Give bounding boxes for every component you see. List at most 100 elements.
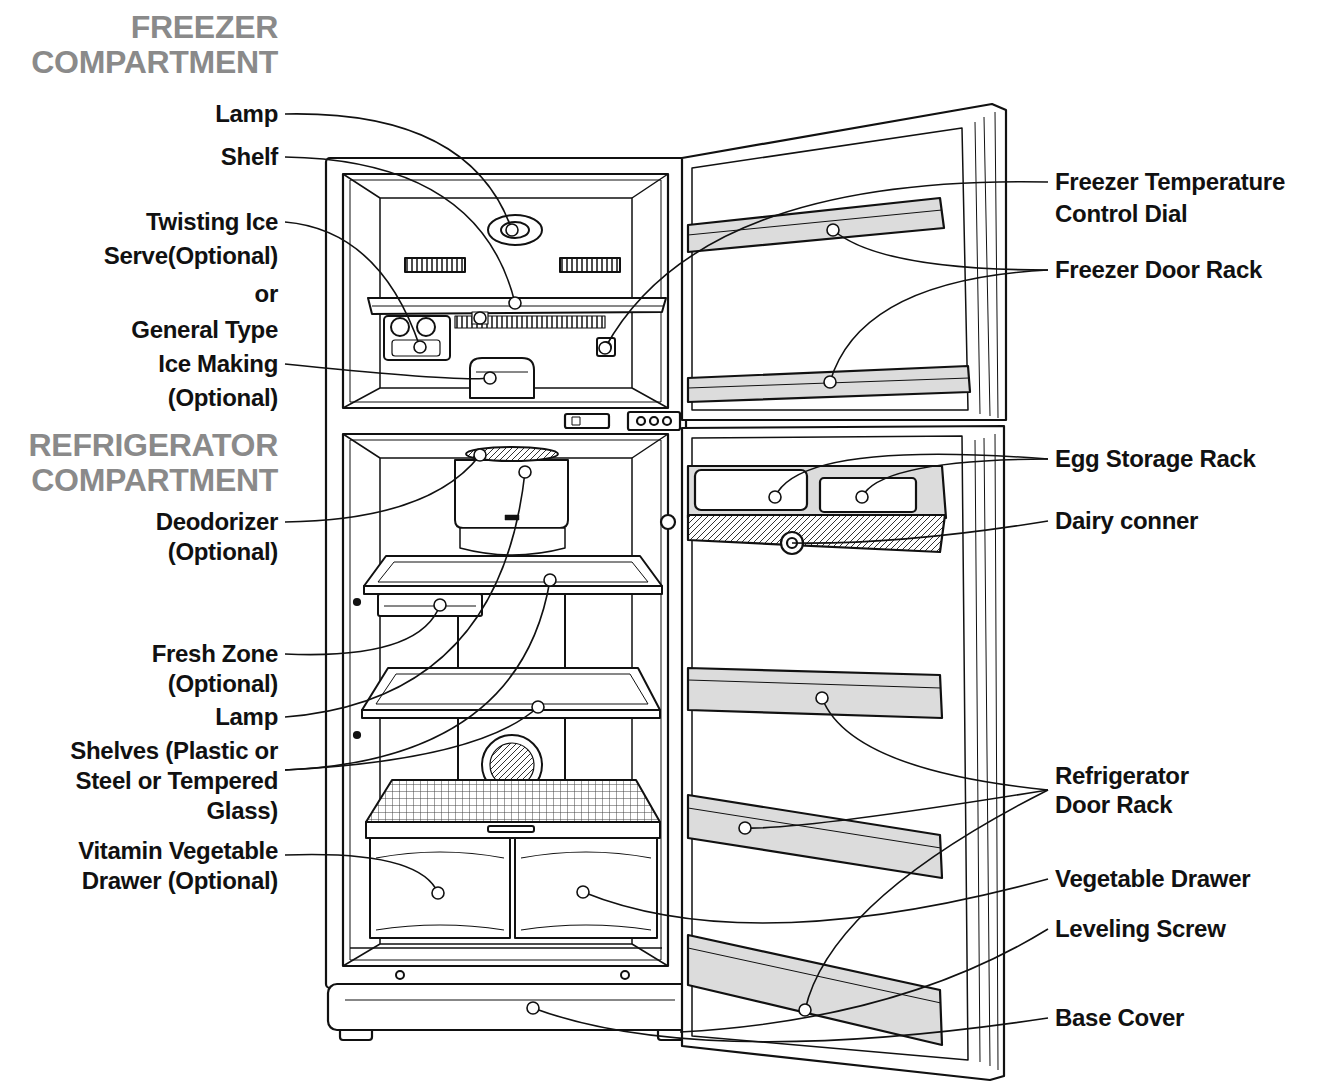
leader-dots: [856, 491, 868, 503]
cabinet: [637, 417, 645, 425]
part-label: Leveling Screw: [1055, 913, 1337, 945]
leader-lines: [533, 1008, 1048, 1042]
leader-dots: [599, 342, 611, 354]
leader-lines: [285, 707, 538, 770]
part-label: General Type Ice Making (Optional): [93, 313, 278, 415]
part-label: Shelves (Plastic or Steel or Tempered Gl…: [16, 736, 278, 826]
doors: [688, 198, 944, 252]
doors: [682, 104, 1006, 1080]
refrigerator-parts: [455, 460, 568, 528]
leader-lines: [775, 454, 1048, 497]
cabinet: [328, 984, 690, 1030]
cabinet: [663, 417, 671, 425]
cabinet: [661, 515, 675, 529]
freezer-parts: [391, 318, 409, 336]
refrigerator-parts: [364, 556, 662, 586]
refrigerator-parts: [378, 562, 648, 582]
refrigerator-parts: [466, 447, 558, 461]
refrigerator-parts: [384, 606, 476, 607]
part-label: Freezer Temperature Control Dial: [1055, 166, 1337, 230]
part-label: Shelf: [78, 141, 278, 173]
refrigerator-parts: [366, 780, 660, 822]
leader-dots: [527, 1002, 539, 1014]
freezer-parts: [597, 338, 615, 356]
leader-lines: [285, 364, 490, 379]
leader-lines: [680, 929, 1048, 1032]
leader-dots: [824, 376, 836, 388]
leader-dots: [799, 1004, 811, 1016]
part-label: Twisting Ice Serve(Optional): [78, 205, 278, 273]
leader-dots: [739, 822, 751, 834]
leader-dots: [827, 224, 839, 236]
leader-lines: [285, 114, 1048, 1042]
refrigerator-parts: [370, 838, 510, 938]
freezer-parts: [560, 258, 620, 272]
doors: [688, 515, 945, 552]
part-label: Dairy conner: [1055, 505, 1337, 537]
freezer-parts: [405, 258, 465, 272]
cabinet: [343, 434, 668, 966]
leader-dots: [544, 574, 556, 586]
refrigerator-parts: [515, 838, 657, 938]
refrigerator-parts: [350, 947, 662, 949]
leader-dots: [414, 341, 426, 353]
cabinet: [650, 417, 658, 425]
doors: [688, 466, 946, 518]
leader-lines: [285, 854, 438, 893]
leader-lines: [792, 521, 1048, 543]
refrigerator-parts: [396, 971, 404, 979]
cabinet: [572, 417, 580, 425]
leader-dots: [474, 312, 486, 324]
part-label: Vegetable Drawer: [1055, 863, 1337, 895]
leader-lines: [745, 790, 1048, 828]
doors: [975, 112, 998, 418]
cabinet: [345, 999, 675, 1000]
doors: [682, 426, 1004, 1080]
doors: [682, 104, 1006, 420]
leader-dots: [474, 449, 486, 461]
doors: [695, 470, 807, 510]
freezer-parts: [368, 298, 666, 314]
doors: [688, 668, 942, 718]
leader-dots: [769, 491, 781, 503]
cabinet: [326, 158, 690, 1040]
refrigerator-parts: [376, 852, 651, 930]
doors: [688, 795, 942, 878]
doors: [688, 808, 941, 848]
leader-dots: [484, 372, 496, 384]
leader-lines: [285, 580, 550, 770]
part-label: Refrigerator Door Rack: [1055, 761, 1235, 819]
doors: [820, 478, 916, 512]
leader-dots: [434, 599, 446, 611]
cabinet: [565, 414, 609, 428]
cabinet: [343, 434, 668, 966]
leader-lines: [285, 455, 480, 522]
leader-lines: [285, 222, 420, 347]
part-label: Egg Storage Rack: [1055, 443, 1337, 475]
part-label: Vitamin Vegetable Drawer (Optional): [33, 836, 278, 896]
freezer-parts: [472, 312, 488, 324]
part-label: Lamp: [78, 702, 278, 732]
leader-lines: [822, 698, 1048, 790]
refrigerator-parts: [621, 971, 629, 979]
freezer-parts: [417, 318, 435, 336]
doors: [688, 210, 942, 235]
leader-dots: [506, 224, 518, 236]
cabinet: [350, 440, 661, 960]
doors: [688, 680, 941, 688]
leader-lines: [830, 270, 1048, 382]
leader-dots: [432, 887, 444, 899]
leader-lines: [805, 790, 1048, 1010]
freezer-parts: [476, 372, 528, 373]
section-heading: FREEZER COMPARTMENT: [0, 10, 278, 80]
leader-lines: [285, 114, 512, 230]
cabinet: [326, 158, 686, 988]
leader-dots: [532, 701, 544, 713]
freezer-parts: [488, 215, 542, 245]
cabinet: [343, 174, 668, 408]
refrigerator-parts: [376, 674, 648, 704]
refrigerator-parts: [364, 586, 662, 594]
refrigerator-parts: [362, 668, 660, 710]
